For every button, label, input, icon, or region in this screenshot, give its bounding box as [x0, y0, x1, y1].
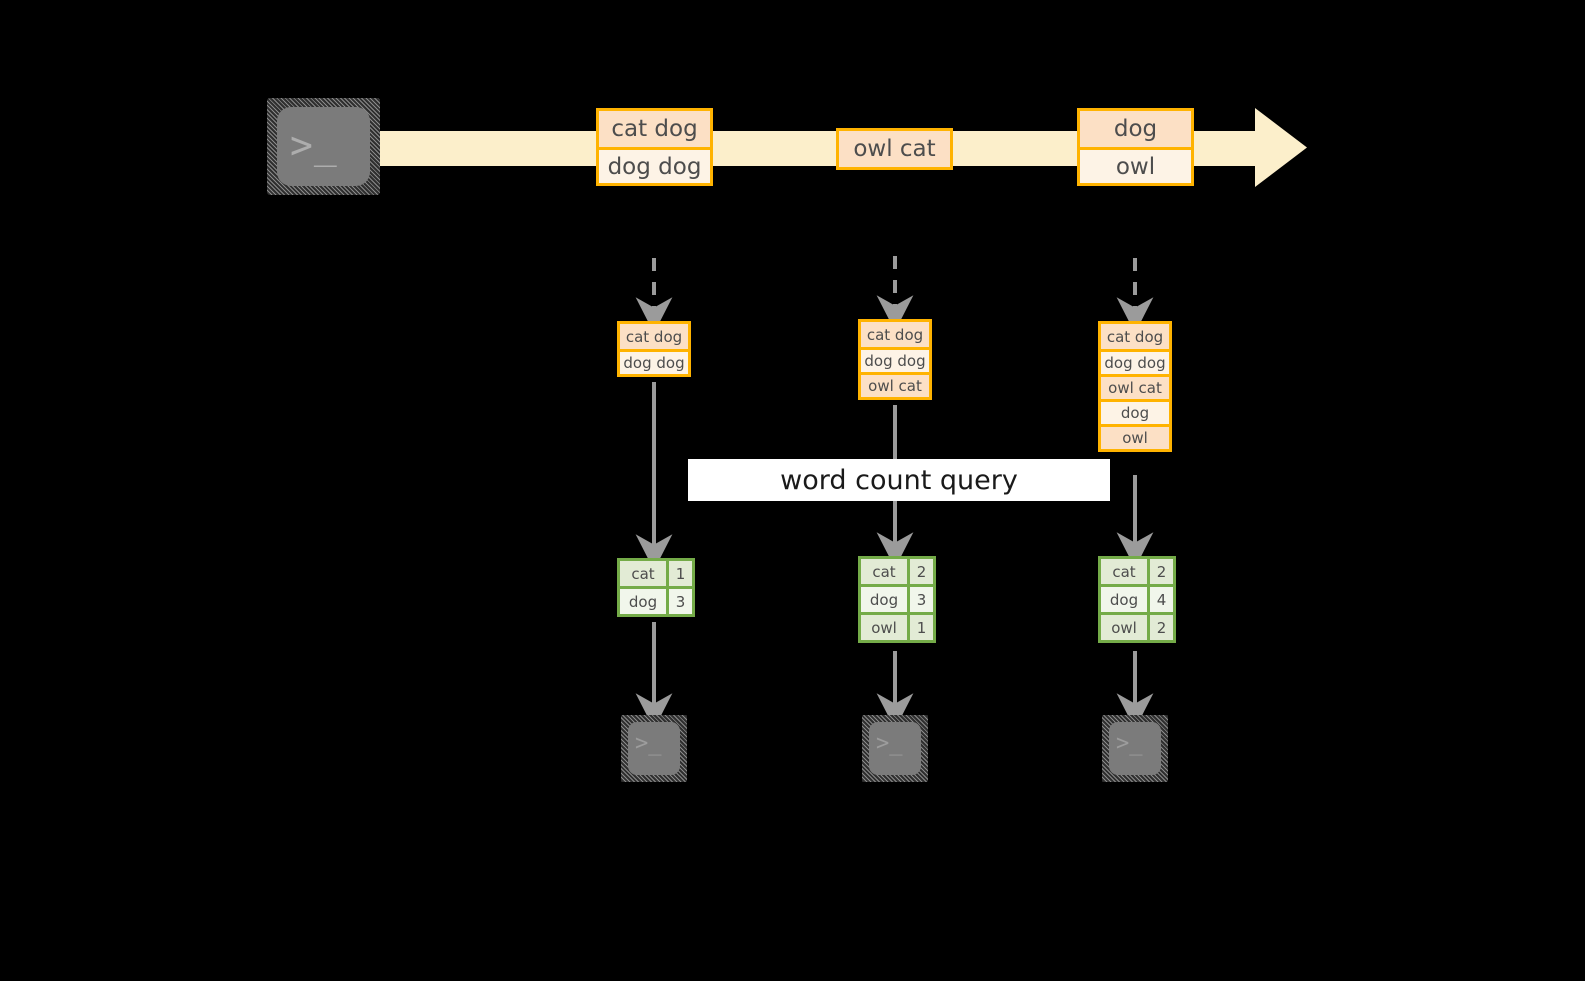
stream-record: dog — [1080, 111, 1191, 147]
terminal-body — [628, 722, 680, 775]
result-count: 1 — [666, 561, 692, 586]
stream-record-group-1: cat dog dog dog — [596, 108, 713, 186]
stream-record: dog dog — [599, 147, 710, 183]
stream-record-group-2: owl cat — [836, 128, 953, 170]
result-word: owl — [1101, 615, 1147, 640]
snapshot-record: dog dog — [1101, 349, 1169, 374]
snapshot-record: dog dog — [861, 347, 929, 372]
result-word: cat — [620, 561, 666, 586]
terminal-body — [1109, 722, 1161, 775]
snapshot-stack-2: cat dog dog dog owl cat — [858, 319, 932, 400]
table-row: dog 4 — [1101, 584, 1173, 612]
snapshot-stack-1: cat dog dog dog — [617, 321, 691, 377]
result-word: dog — [861, 587, 907, 612]
terminal-prompt-glyph: >_ — [635, 731, 662, 756]
snapshot-record: cat dog — [861, 322, 929, 347]
result-table-2: cat 2 dog 3 owl 1 — [858, 556, 936, 643]
result-word: dog — [620, 589, 666, 614]
snapshot-record: cat dog — [1101, 324, 1169, 349]
stream-record: cat dog — [599, 111, 710, 147]
table-row: dog 3 — [620, 586, 692, 614]
table-row: cat 2 — [1101, 559, 1173, 584]
table-row: owl 1 — [861, 612, 933, 640]
sink-terminal-icon-2: >_ — [862, 715, 928, 782]
stream-record: owl — [1080, 147, 1191, 183]
source-terminal-icon: >_ — [267, 98, 380, 195]
result-count: 4 — [1147, 587, 1173, 612]
snapshot-record: owl cat — [1101, 374, 1169, 399]
snapshot-record: owl — [1101, 424, 1169, 449]
stream-record-group-3: dog owl — [1077, 108, 1194, 186]
result-count: 1 — [907, 615, 933, 640]
terminal-prompt-glyph: >_ — [290, 123, 338, 167]
result-count: 2 — [907, 559, 933, 584]
snapshot-stack-3: cat dog dog dog owl cat dog owl — [1098, 321, 1172, 452]
result-count: 3 — [907, 587, 933, 612]
result-count: 2 — [1147, 559, 1173, 584]
terminal-body — [277, 107, 370, 186]
result-word: cat — [861, 559, 907, 584]
snapshot-record: owl cat — [861, 372, 929, 397]
result-word: dog — [1101, 587, 1147, 612]
terminal-prompt-glyph: >_ — [1116, 731, 1143, 756]
snapshot-record: dog dog — [620, 349, 688, 374]
result-count: 3 — [666, 589, 692, 614]
sink-terminal-icon-1: >_ — [621, 715, 687, 782]
table-row: dog 3 — [861, 584, 933, 612]
snapshot-record: cat dog — [620, 324, 688, 349]
query-label: word count query — [688, 459, 1110, 501]
result-word: cat — [1101, 559, 1147, 584]
table-row: cat 2 — [861, 559, 933, 584]
snapshot-record: dog — [1101, 399, 1169, 424]
sink-terminal-icon-3: >_ — [1102, 715, 1168, 782]
stream-record: owl cat — [839, 131, 950, 167]
result-table-3: cat 2 dog 4 owl 2 — [1098, 556, 1176, 643]
table-row: cat 1 — [620, 561, 692, 586]
result-word: owl — [861, 615, 907, 640]
result-table-1: cat 1 dog 3 — [617, 558, 695, 617]
terminal-body — [869, 722, 921, 775]
result-count: 2 — [1147, 615, 1173, 640]
table-row: owl 2 — [1101, 612, 1173, 640]
terminal-prompt-glyph: >_ — [876, 731, 903, 756]
